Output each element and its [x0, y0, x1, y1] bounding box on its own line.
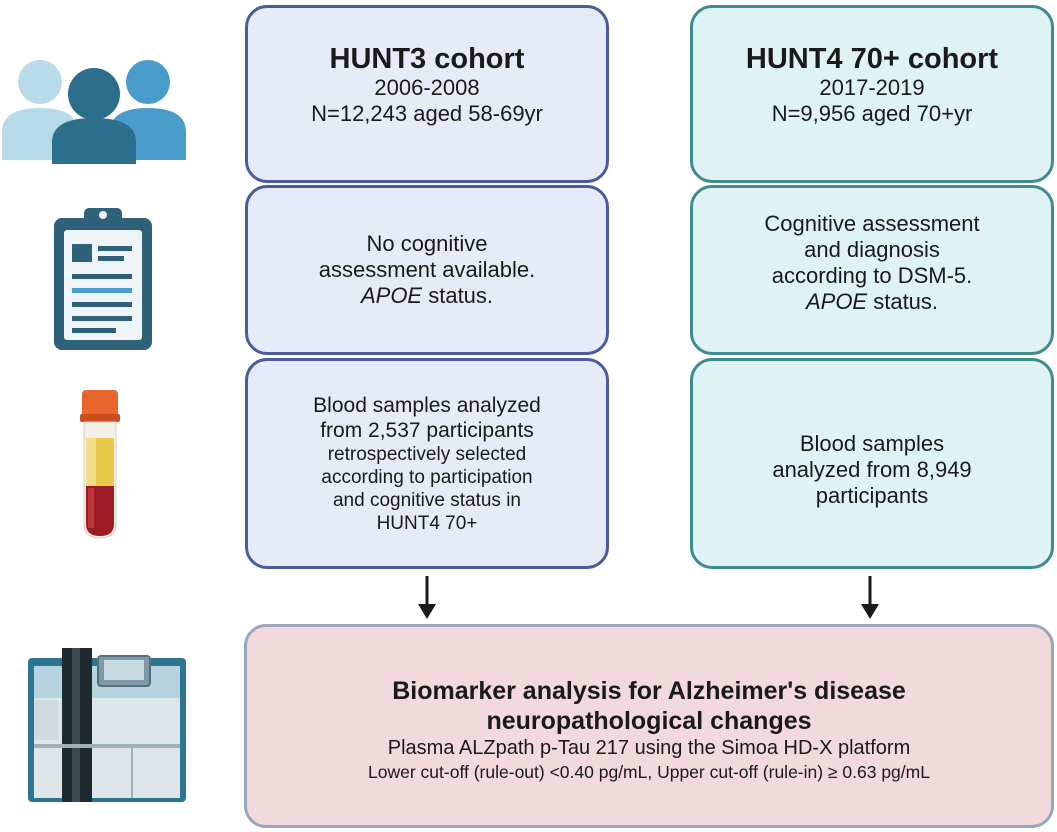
- biomarker-title-line2: neuropathological changes: [486, 706, 812, 735]
- hunt3-down-arrow: [418, 576, 436, 619]
- biomarker-method: Plasma ALZpath p-Tau 217 using the Simoa…: [387, 736, 911, 759]
- hunt3-years: 2006-2008: [374, 75, 480, 100]
- hunt4-assessment-line2: and diagnosis: [804, 237, 940, 262]
- clipboard-icon: [54, 208, 152, 350]
- biomarker-cutoffs: Lower cut-off (rule-out) <0.40 pg/mL, Up…: [368, 761, 930, 782]
- hunt3-assessment-line1: No cognitive: [366, 231, 488, 256]
- hunt4-cohort-box: HUNT4 70+ cohort 2017-2019 N=9,956 aged …: [690, 5, 1054, 183]
- hunt4-blood-line: Blood samples: [799, 430, 945, 456]
- hunt4-title: HUNT4 70+ cohort: [745, 43, 999, 75]
- biomarker-analysis-box: Biomarker analysis for Alzheimer's disea…: [244, 624, 1054, 828]
- hunt3-assessment-line2: assessment available.: [318, 257, 536, 282]
- hunt4-assessment-line3: according to DSM-5.: [771, 263, 973, 288]
- hunt4-blood-line: analyzed from 8,949: [772, 456, 972, 482]
- hunt3-blood-line: retrospectively selected: [327, 443, 527, 465]
- hunt3-assessment-box: No cognitive assessment available. APOE …: [245, 185, 609, 355]
- hunt3-assessment-line3: APOE status.: [361, 283, 493, 309]
- hunt3-title: HUNT3 cohort: [329, 43, 525, 75]
- hunt3-blood-box: Blood samples analyzed from 2,537 partic…: [245, 358, 609, 569]
- hunt3-blood-line: from 2,537 participants: [320, 418, 534, 442]
- hunt4-blood-line: participants: [815, 482, 929, 508]
- hunt3-blood-line: according to participation: [321, 466, 533, 488]
- hunt4-n: N=9,956 aged 70+yr: [771, 101, 973, 126]
- hunt4-down-arrow: [861, 576, 879, 619]
- hunt4-status-label: status.: [867, 289, 939, 314]
- hunt4-apoe-label: APOE: [805, 289, 868, 314]
- hunt3-cohort-box: HUNT3 cohort 2006-2008 N=12,243 aged 58-…: [245, 5, 609, 183]
- hunt3-apoe-label: APOE: [360, 283, 423, 308]
- hunt4-years: 2017-2019: [819, 75, 925, 100]
- hunt4-assessment-box: Cognitive assessment and diagnosis accor…: [690, 185, 1054, 355]
- hunt3-n: N=12,243 aged 58-69yr: [311, 101, 543, 126]
- hunt4-blood-box: Blood samples analyzed from 8,949 partic…: [690, 358, 1054, 569]
- people-icon: [2, 60, 186, 164]
- blood-tube-icon: [80, 390, 120, 539]
- hunt4-assessment-line1: Cognitive assessment: [764, 211, 980, 236]
- analyzer-machine-icon: [28, 648, 186, 802]
- hunt4-assessment-line4: APOE status.: [806, 289, 938, 315]
- hunt3-blood-line: Blood samples analyzed: [313, 393, 541, 417]
- biomarker-title-line1: Biomarker analysis for Alzheimer's disea…: [392, 676, 906, 705]
- hunt3-status-label: status.: [422, 283, 494, 308]
- hunt3-blood-line: and cognitive status in: [332, 489, 521, 511]
- hunt3-blood-line: HUNT4 70+: [376, 512, 478, 534]
